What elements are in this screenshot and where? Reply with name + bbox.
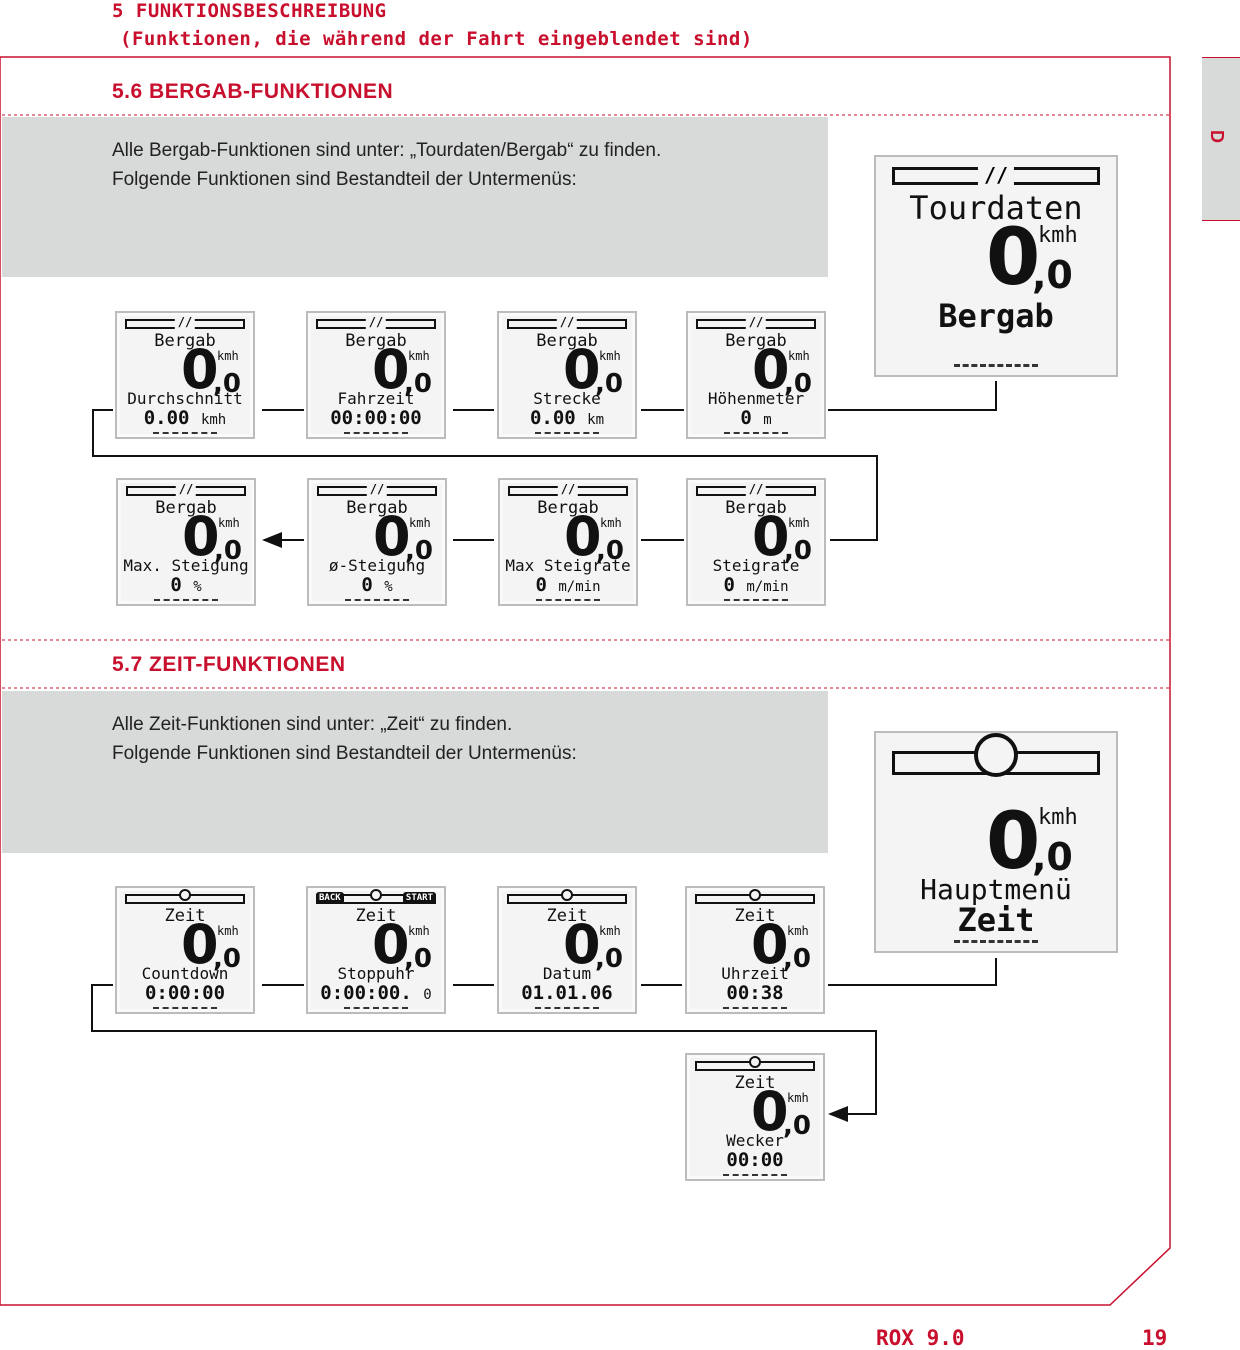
connector-line (828, 381, 996, 410)
footer-product: ROX 9.0 (876, 1326, 965, 1350)
connector-line (828, 958, 996, 985)
connector-line (92, 985, 876, 1114)
footer-page-number: 19 (1142, 1326, 1167, 1350)
connector-line (93, 410, 877, 540)
